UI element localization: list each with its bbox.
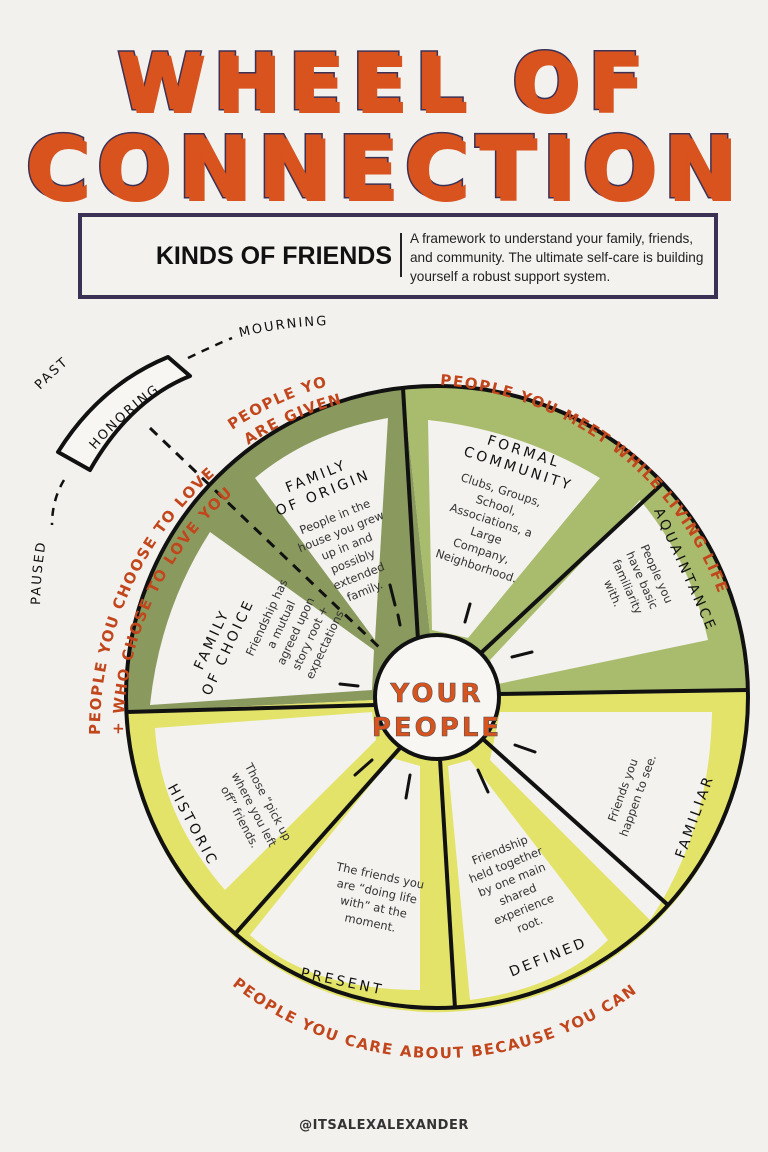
wheel-panels — [150, 418, 712, 1000]
hub-line-2: PEOPLE — [372, 713, 502, 743]
footer-handle: @ITSALEXALEXANDER — [299, 1118, 469, 1133]
wheel-dividers — [125, 387, 749, 1009]
paused-dashed-line — [50, 479, 66, 526]
paused-label: PAUSED — [29, 540, 50, 605]
subtitle-box: KINDS OF FRIENDS A framework to understa… — [78, 213, 718, 299]
mourning-label: MOURNING — [238, 314, 329, 341]
mourning-dashed-line — [187, 336, 233, 360]
subtitle-divider — [400, 233, 402, 277]
title-line-2: CONNECTION — [24, 117, 743, 220]
honoring-box — [56, 355, 192, 472]
subtitle-description: A framework to understand your family, f… — [410, 231, 704, 284]
hub-line-1: YOUR — [389, 679, 483, 709]
subtitle-heading: KINDS OF FRIENDS — [155, 242, 392, 270]
hub-rays — [338, 583, 537, 800]
title-line-1: WHEEL OF — [115, 37, 652, 130]
wheel-outline — [124, 384, 750, 1010]
past-label: PAST — [32, 354, 72, 393]
hub-circle — [373, 633, 501, 761]
